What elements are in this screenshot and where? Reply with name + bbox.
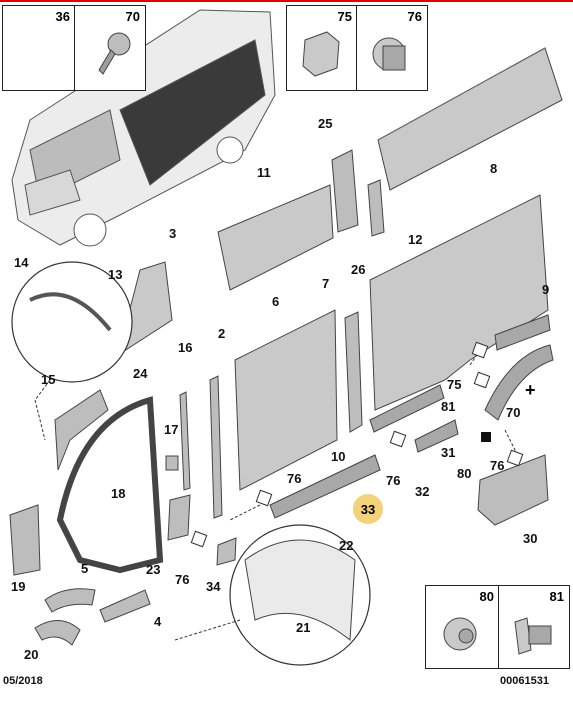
leader-lines: [34, 349, 521, 641]
diagram-reference: 00061531: [500, 675, 549, 687]
diagram-date: 05/2018: [3, 675, 43, 687]
part-label: 24: [133, 366, 148, 381]
roof-panel: [377, 47, 563, 191]
rivet-80-icon: [443, 617, 477, 651]
inset-box-75: 75: [286, 5, 358, 91]
inset-box-81: 81: [498, 585, 570, 669]
part-label: 31: [441, 445, 456, 460]
rivet-81-icon: [514, 617, 552, 655]
part-23: [167, 494, 191, 541]
part-label: 16: [178, 340, 193, 355]
part-label: 17: [164, 422, 179, 437]
part-5: [44, 588, 96, 613]
part-label: 15: [41, 372, 56, 387]
inset-number: 76: [407, 9, 422, 24]
part-label: 9: [542, 282, 550, 297]
part-label: 11: [257, 165, 271, 180]
pillar-7: [344, 311, 363, 433]
part-label: 6: [272, 294, 280, 309]
part-label: 25: [318, 116, 333, 131]
part-label: 4: [154, 614, 162, 629]
clip-76-icon: [372, 37, 406, 71]
part-label: 22: [339, 538, 354, 553]
part-label: 14: [14, 255, 29, 270]
part-26: [367, 179, 385, 237]
zoom-detail-13: [29, 292, 112, 332]
part-label: 76: [287, 471, 302, 486]
zoom-circle-13-14: [11, 261, 133, 383]
bracket-15: [54, 389, 109, 471]
sill-33: [269, 454, 381, 519]
panel-11: [217, 184, 334, 291]
part-label: 12: [408, 232, 423, 247]
inset-number: 36: [55, 9, 70, 24]
part-label: 32: [415, 484, 430, 499]
part-label: 8: [490, 161, 498, 176]
part-32: [414, 419, 459, 453]
strip-9: [494, 314, 551, 351]
inset-number: 80: [479, 589, 494, 604]
screw-icon: [98, 32, 131, 75]
clip-markers: [190, 341, 524, 548]
part-label: 21: [296, 620, 311, 635]
part-25: [331, 149, 359, 233]
inset-box-36: 36: [2, 5, 76, 91]
cross-marker-70: +: [525, 380, 536, 400]
part-label: 20: [24, 647, 39, 662]
part-label: 19: [11, 579, 26, 594]
part-34: [216, 537, 237, 566]
panel-6: [234, 309, 338, 491]
inset-number: 70: [125, 9, 140, 24]
inset-box-80: 80: [425, 585, 500, 669]
part-4: [99, 589, 151, 623]
part-19: [9, 504, 41, 576]
inset-number: 75: [337, 9, 352, 24]
strip-16: [179, 391, 191, 491]
part-label: 23: [146, 562, 161, 577]
part-label: 70: [506, 405, 521, 420]
part-label: 26: [351, 262, 366, 277]
inset-number: 81: [549, 589, 564, 604]
part-label: 34: [206, 579, 221, 594]
part-17: [165, 455, 179, 471]
highlighted-part-33: 33: [353, 494, 383, 524]
part-label: 76: [175, 572, 190, 587]
strip-2: [209, 375, 223, 519]
sill-10: [369, 384, 445, 433]
part-label: 30: [523, 531, 538, 546]
inset-box-76: 76: [356, 5, 428, 91]
van-illustration: [11, 9, 276, 247]
arch-trim-31: [484, 344, 554, 421]
part-20: [34, 620, 81, 646]
part-label: 13: [108, 267, 123, 282]
clip-75-icon: [302, 31, 340, 77]
inset-box-70: 70: [74, 5, 146, 91]
part-label: 10: [331, 449, 346, 464]
part-label: 80: [457, 466, 472, 481]
part-label: 81: [441, 399, 456, 414]
part-30: [477, 454, 549, 526]
part-label: 76: [490, 458, 505, 473]
part-label: 5: [81, 561, 89, 576]
door-frame-24: [56, 396, 164, 574]
part-label: 18: [111, 486, 126, 501]
zoom-detail-21: [244, 539, 356, 641]
clip-80-marker: [481, 432, 491, 442]
part-label: 3: [169, 226, 177, 241]
part-label: 7: [322, 276, 330, 291]
panel-8: [369, 194, 549, 411]
part-label: 2: [218, 326, 226, 341]
part-label: 76: [386, 473, 401, 488]
part-label: 75: [447, 377, 462, 392]
